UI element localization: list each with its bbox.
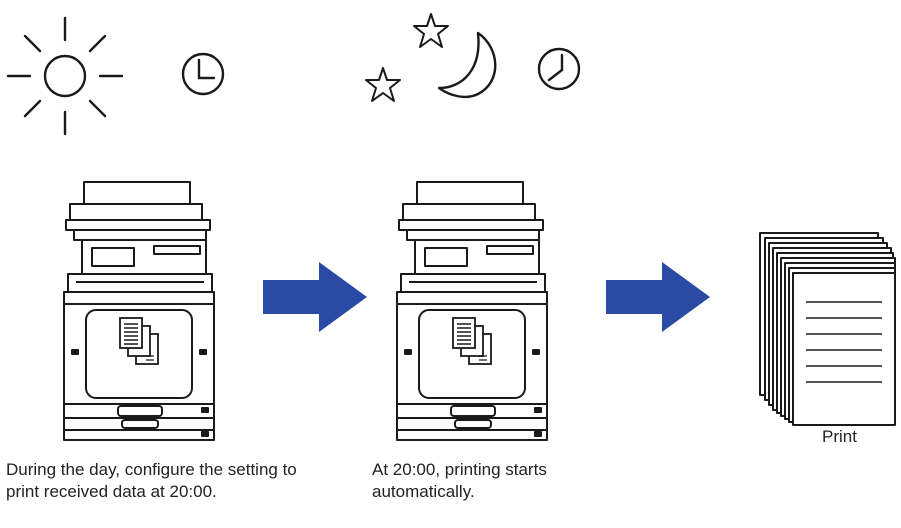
printer-icon — [396, 181, 548, 441]
printer-icon — [63, 181, 215, 441]
step-2-caption: At 20:00, printing starts automatically. — [372, 460, 547, 501]
sun-icon — [6, 16, 124, 136]
star-icon — [365, 67, 401, 102]
step-1-caption: During the day, configure the setting to… — [6, 460, 297, 501]
moon-icon — [437, 31, 497, 99]
paper-stack-icon — [759, 232, 896, 426]
arrow-icon — [263, 262, 367, 332]
clock-icon — [181, 52, 225, 96]
star-icon — [413, 13, 449, 48]
document-stack-icon — [452, 317, 492, 365]
arrow-icon — [606, 262, 710, 332]
print-caption: Print — [822, 427, 857, 446]
clock-icon — [537, 47, 581, 91]
document-stack-icon — [119, 317, 159, 365]
